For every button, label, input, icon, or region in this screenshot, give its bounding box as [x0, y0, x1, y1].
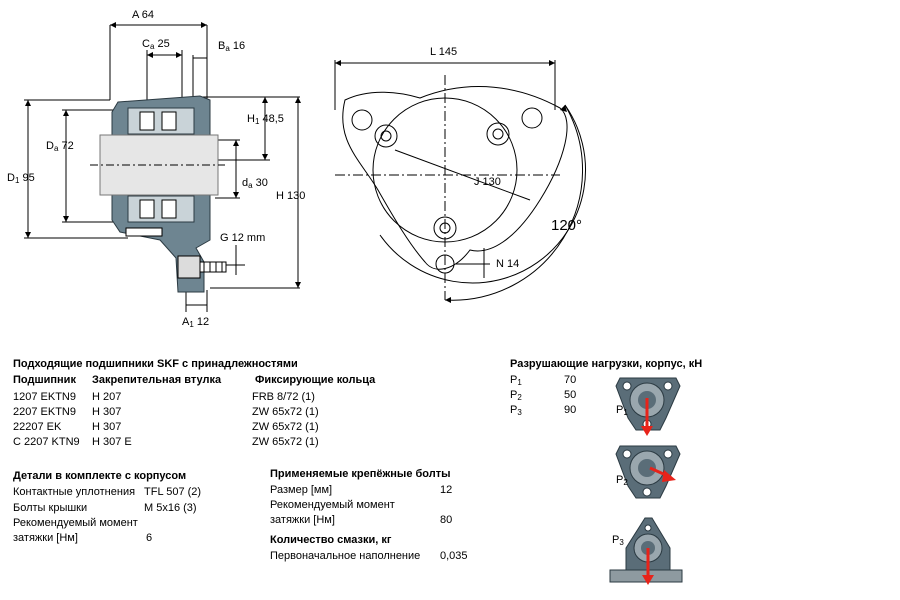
load-icon-p2 [615, 445, 681, 499]
details-title: Детали в комплекте с корпусом [13, 470, 187, 482]
details-bolts-label: Болты крышки [13, 502, 88, 514]
fastening-torque-label: Рекомендуемый момент [270, 499, 395, 511]
dim-d1: D1 95 [7, 172, 35, 185]
details-seals-value: TFL 507 (2) [144, 486, 202, 498]
load-p3-label: P3 [510, 404, 522, 417]
table-cell: H 307 [92, 421, 122, 433]
table-cell: C 2207 KTN9 [13, 436, 80, 448]
fastening-size-label: Размер [мм] [270, 484, 333, 496]
dim-l: L 145 [430, 46, 458, 58]
bearings-header-rings: Фиксирующие кольца [255, 374, 376, 386]
load-icon-p1-label: P1 [616, 404, 628, 417]
table-cell: ZW 65x72 (1) [252, 436, 319, 448]
load-icon-p3 [609, 517, 683, 585]
table-cell: 2207 EKTN9 [13, 406, 76, 418]
details-torque-value: 6 [146, 532, 153, 544]
load-icon-p2-label: P2 [616, 474, 628, 487]
grease-initial-label: Первоначальное наполнение [270, 550, 421, 562]
table-cell: 22207 EK [13, 421, 62, 433]
details-torque-label-2: затяжки [Нм] [13, 532, 78, 544]
fastening-torque-label-2: затяжки [Нм] [270, 514, 335, 526]
table-cell: H 307 E [92, 436, 132, 448]
table-cell: 1207 EKTN9 [13, 391, 76, 403]
load-p1-label: P1 [510, 374, 522, 387]
dim-ba: Ba 16 [218, 40, 246, 53]
fastening-size-value: 12 [440, 484, 453, 496]
dim-angle: 120° [551, 217, 583, 234]
load-icon-p3-label: P3 [612, 534, 624, 547]
table-cell: H 207 [92, 391, 122, 403]
details-torque-label: Рекомендуемый момент [13, 517, 138, 529]
dim-da: Da 72 [46, 140, 74, 153]
dim-j: J 130 [474, 176, 501, 188]
table-cell: ZW 65x72 (1) [252, 421, 319, 433]
dim-h: H 130 [276, 190, 306, 202]
dim-ca: Ca 25 [142, 38, 170, 51]
dim-n: N 14 [496, 258, 520, 270]
dim-da-small: da 30 [242, 177, 268, 190]
load-p1-value: 70 [564, 374, 577, 386]
details-seals-label: Контактные уплотнения [13, 486, 136, 498]
details-bolts-value: M 5x16 (3) [144, 502, 197, 514]
table-cell: H 307 [92, 406, 122, 418]
bearings-header-bearing: Подшипник [13, 374, 76, 386]
dim-h1: H1 48,5 [247, 113, 284, 126]
table-cell: ZW 65x72 (1) [252, 406, 319, 418]
fastening-torque-value: 80 [440, 514, 453, 526]
dim-g: G 12 mm [220, 232, 266, 244]
dim-a: A 64 [132, 9, 155, 21]
side-section-drawing [24, 22, 301, 312]
dim-a1: A1 12 [182, 316, 210, 329]
load-p2-value: 50 [564, 389, 577, 401]
load-p3-value: 90 [564, 404, 577, 416]
grease-title: Количество смазки, кг [270, 534, 392, 546]
table-cell: FRB 8/72 (1) [252, 391, 315, 403]
grease-initial-value: 0,035 [440, 550, 468, 562]
load-p2-label: P2 [510, 389, 522, 402]
bearings-title: Подходящие подшипники SKF с принадлежнос… [13, 358, 298, 370]
fastening-title: Применяемые крепёжные болты [270, 468, 451, 480]
loads-title: Разрушающие нагрузки, корпус, кН [510, 358, 703, 370]
bearings-header-sleeve: Закрепительная втулка [92, 374, 222, 386]
